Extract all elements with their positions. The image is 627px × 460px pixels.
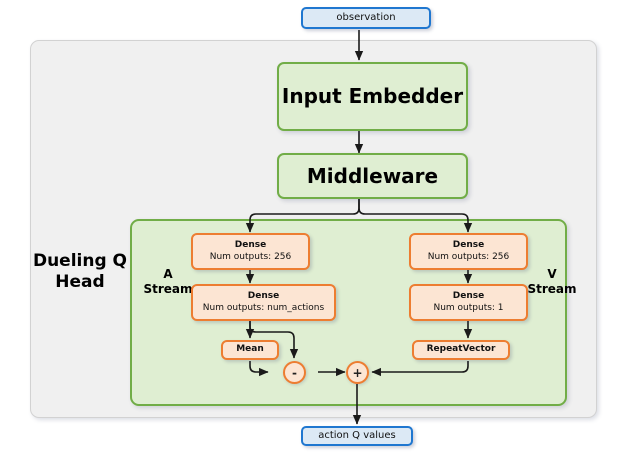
- a-stream-label-line1: A: [163, 267, 173, 281]
- mean-label: Mean: [236, 344, 264, 355]
- a-stream-dense-256-subtitle: Num outputs: 256: [209, 251, 292, 262]
- a-stream-label-line2: Stream: [143, 282, 193, 296]
- a-stream-dense-256-title: Dense: [234, 240, 267, 251]
- a-stream-dense-num-actions-subtitle: Num outputs: num_actions: [202, 302, 325, 313]
- a-stream-dense-num-actions-node[interactable]: Dense Num outputs: num_actions: [191, 284, 336, 321]
- v-stream-dense-1-title: Dense: [452, 291, 485, 302]
- input-embedder-label: Input Embedder: [281, 84, 464, 108]
- v-stream-dense-256-subtitle: Num outputs: 256: [427, 251, 510, 262]
- add-operator-label: +: [352, 365, 363, 380]
- a-stream-dense-num-actions-title: Dense: [247, 291, 280, 302]
- v-stream-label-line2: Stream: [527, 282, 577, 296]
- action-q-values-label: action Q values: [318, 429, 396, 441]
- repeat-vector-node[interactable]: RepeatVector: [412, 340, 510, 360]
- mean-node[interactable]: Mean: [221, 340, 279, 360]
- v-stream-label: V Stream: [523, 267, 581, 297]
- v-stream-dense-256-node[interactable]: Dense Num outputs: 256: [409, 233, 528, 270]
- v-stream-dense-1-subtitle: Num outputs: 1: [433, 302, 504, 313]
- v-stream-label-line1: V: [547, 267, 557, 281]
- v-stream-dense-1-node[interactable]: Dense Num outputs: 1: [409, 284, 528, 321]
- subtract-operator-node[interactable]: -: [283, 361, 306, 384]
- action-q-values-node[interactable]: action Q values: [301, 426, 413, 446]
- observation-node[interactable]: observation: [301, 7, 431, 29]
- v-stream-dense-256-title: Dense: [452, 240, 485, 251]
- dueling-q-head-label-line1: Dueling Q: [32, 251, 128, 271]
- add-operator-node[interactable]: +: [346, 361, 369, 384]
- subtract-operator-label: -: [292, 365, 297, 380]
- middleware-label: Middleware: [306, 163, 439, 188]
- middleware-node[interactable]: Middleware: [277, 153, 468, 199]
- repeat-vector-label: RepeatVector: [426, 344, 496, 355]
- a-stream-dense-256-node[interactable]: Dense Num outputs: 256: [191, 233, 310, 270]
- dueling-q-head-label: Dueling Q Head: [30, 251, 130, 294]
- input-embedder-node[interactable]: Input Embedder: [277, 62, 468, 131]
- observation-label: observation: [336, 11, 396, 23]
- a-stream-label: A Stream: [139, 267, 197, 297]
- dueling-q-head-label-line2: Head: [55, 272, 105, 293]
